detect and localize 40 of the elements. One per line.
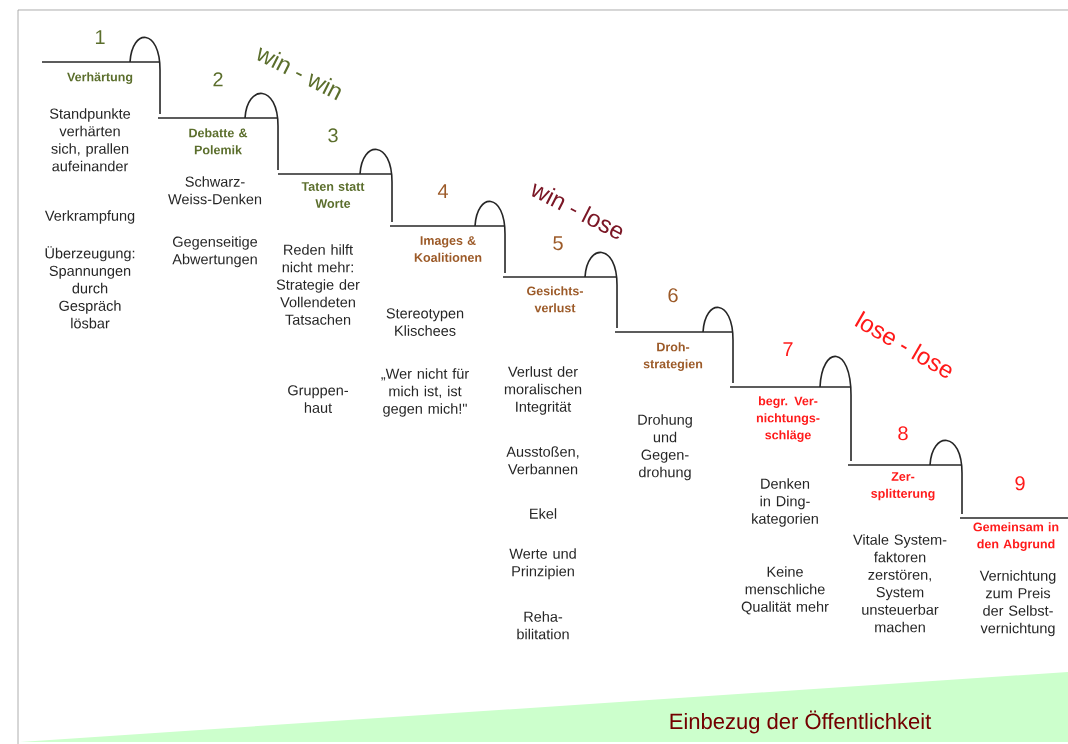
- step-description: Werte und Prinzipien: [509, 548, 576, 580]
- step-description: Ausstoßen, Verbannen: [506, 446, 579, 475]
- step-description: Gruppen- haut: [288, 385, 348, 413]
- phase-label: lose - lose: [854, 310, 952, 378]
- step-title: begr. Ver- nichtungs- schläge: [756, 396, 820, 442]
- step-description: Denken in Ding- kategorien: [752, 478, 818, 527]
- step-description: Verkrampfung: [44, 210, 135, 224]
- step-title: Gemeinsam in den Abgrund: [973, 522, 1059, 551]
- step-description: Standpunkte verhärten sich, prallen aufeinander: [49, 108, 131, 172]
- step-description: Schwarz- Weiss-Denken: [168, 176, 262, 205]
- step-description: Verlust der moralischen Integrität: [504, 366, 582, 415]
- step-title: Debatte & Polemik: [189, 128, 248, 155]
- step-description: Ekel: [530, 508, 557, 519]
- step-number: 6: [668, 288, 678, 303]
- step-number: 3: [328, 128, 338, 143]
- step-description: Gegenseitige Abwertungen: [172, 236, 258, 268]
- step-description: Stereotypen Klischees: [386, 308, 464, 336]
- step-description: Vitale System- faktoren zerstören, System unsteuerbar machen: [853, 534, 947, 633]
- step-number: 4: [437, 184, 448, 198]
- step-title: Images & Koalitionen: [414, 236, 482, 262]
- phase-label: win - win: [257, 47, 341, 101]
- step-number: 2: [213, 72, 223, 87]
- step-description: Drohung und Gegen- drohung: [638, 414, 692, 481]
- step-title: Gesichts- verlust: [527, 286, 583, 313]
- step-title: Droh- strategien: [643, 342, 703, 371]
- step-description: Reden hilft nicht mehr: Strategie der Vollendeten Tatsachen: [276, 244, 360, 325]
- step-title: Verhärtung: [67, 72, 133, 84]
- step-description: Keine menschliche Qualität mehr: [741, 566, 829, 615]
- step-number: 1: [95, 30, 105, 44]
- step-title: Taten statt Worte: [301, 182, 365, 208]
- step-number: 9: [1015, 476, 1025, 491]
- step-description: Überzeugung: Spannungen durch Gespräch lösbar: [45, 246, 135, 329]
- step-number: 5: [553, 236, 563, 251]
- step-number: 8: [898, 426, 908, 441]
- step-number: 7: [783, 342, 793, 356]
- ramp-band: Einbezug der Öffentlichkeit: [20, 672, 1068, 742]
- step-title: Zer- splitterung: [871, 472, 935, 501]
- step-description: „Wer nicht für mich ist, ist gegen mich!": [381, 368, 469, 417]
- step-description: Reha- bilitation: [517, 611, 569, 640]
- step-description: Vernichtung zum Preis der Selbst- vernichtung: [979, 570, 1056, 637]
